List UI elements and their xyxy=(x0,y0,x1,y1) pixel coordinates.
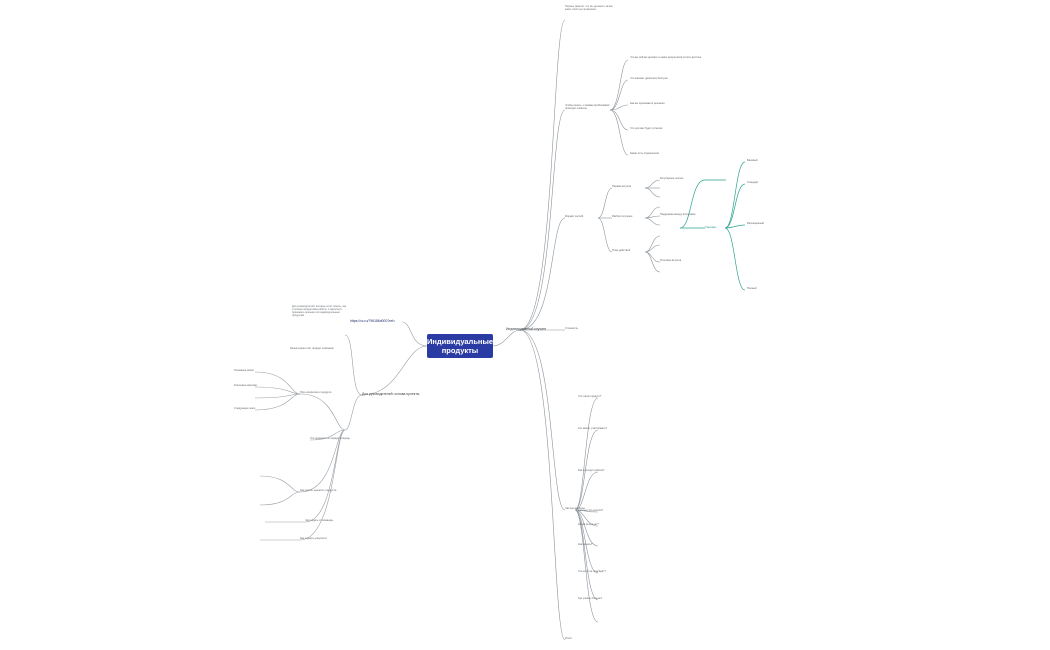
left-small-3[interactable]: Следующие шаги xyxy=(234,407,256,410)
left-intro-text: Для руководителей, которые хотят понять,… xyxy=(292,305,346,318)
question-4[interactable]: Что для вас будет успехом xyxy=(630,127,663,130)
tariffs-node[interactable]: Тарифы xyxy=(705,225,717,229)
session-2[interactable]: Разбор ситуации xyxy=(612,215,633,218)
left-item-3[interactable]: Как понять ценность продукта xyxy=(300,489,337,492)
tier-2[interactable]: Стандарт xyxy=(747,181,759,184)
session-1[interactable]: Первая встреча xyxy=(612,185,632,188)
left-small-1[interactable]: Основные риски xyxy=(234,369,254,372)
faq-4[interactable]: Сколько это длится? xyxy=(578,509,603,512)
branch-link[interactable]: https://vc.ru/796186d000?ref= xyxy=(350,319,396,323)
session-4[interactable]: Регулярные сессии xyxy=(660,177,684,180)
question-2[interactable]: Что мешает двигаться быстрее xyxy=(630,77,668,80)
question-1[interactable]: Что вы сейчас делаете и каких результато… xyxy=(630,56,702,59)
question-3[interactable]: Как вы принимаете решения xyxy=(630,102,665,105)
branch-faq[interactable]: Частые вопросы xyxy=(565,507,585,510)
left-item-2[interactable]: Что проверить в первую очередь xyxy=(310,437,350,440)
faq-5[interactable]: Какой результат? xyxy=(578,523,599,526)
branch-managers[interactable]: Для руководителей: основа проекты xyxy=(362,392,420,396)
faq-3[interactable]: Как проходит работа? xyxy=(578,469,605,472)
faq-1[interactable]: Что такое продукт? xyxy=(578,395,602,398)
left-item-5[interactable]: Как оценить результат xyxy=(300,537,327,540)
left-small-2[interactable]: Ключевые метрики xyxy=(234,384,257,387)
tier-1[interactable]: Базовый xyxy=(747,159,758,162)
session-5[interactable]: Поддержка между встречами xyxy=(660,213,696,216)
tier-3[interactable]: Расширенный xyxy=(747,222,764,225)
branch-sessions[interactable]: Формат сессий xyxy=(565,215,584,218)
central-topic[interactable]: Индивидуальные продукты xyxy=(427,334,493,358)
faq-7[interactable]: Что если не подойдёт? xyxy=(578,570,606,573)
tier-4[interactable]: Полный xyxy=(747,287,757,290)
left-item-4[interactable]: Чего ждать от команды xyxy=(305,519,334,522)
left-item-1[interactable]: Пять вопросов о продукте xyxy=(300,391,332,394)
faq-2[interactable]: Кто может участвовать? xyxy=(578,427,608,430)
session-3[interactable]: План действий xyxy=(612,249,631,252)
branch-price[interactable]: Стоимость xyxy=(565,327,578,330)
left-intro-sub[interactable]: Зачем нужен этот продукт компании xyxy=(290,347,334,350)
branch-bottom[interactable]: Итоги xyxy=(565,637,572,640)
faq-6[interactable]: Как начать? xyxy=(578,543,593,546)
branch-coaching[interactable]: Индивидуальный коучинг xyxy=(506,327,547,331)
question-5[interactable]: Какие есть ограничения xyxy=(630,152,659,155)
session-6[interactable]: Итоговая встреча xyxy=(660,259,682,262)
faq-8[interactable]: Где узнать больше? xyxy=(578,597,603,600)
right-top-text: Первые заметки: что мы делаем и зачем, к… xyxy=(565,5,614,12)
branch-questions[interactable]: Чтобы понять, с какими проблемами приход… xyxy=(565,104,610,111)
